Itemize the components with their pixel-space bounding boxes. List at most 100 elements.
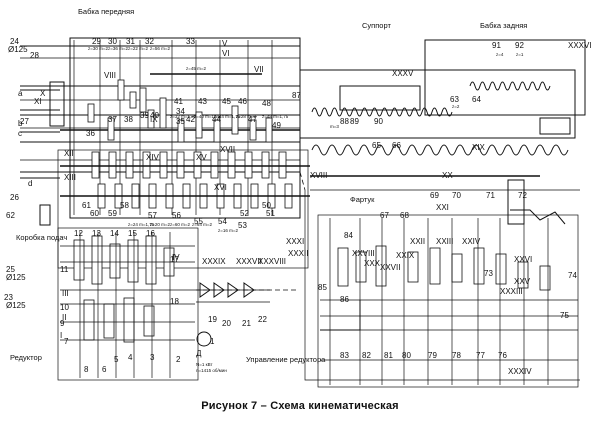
spec-z36_m2: z=36 m=2 [108,46,129,51]
carriage-rail [304,190,580,381]
shaft-label-I: I [60,331,62,340]
headstock-gear-11 [265,117,273,143]
wheel-number-60: 60 [90,209,99,218]
wheel-number-8: 8 [84,365,89,374]
apron-gear-3 [375,245,387,287]
headstock-gear-10 [249,119,257,141]
spec-z56_m2: z=56 m=2 [150,46,171,51]
wheel-number-53: 53 [238,221,247,230]
shaft-label-II: II [62,313,66,322]
wheel-number-49: 49 [272,121,281,130]
cone-gear-upper-2 [108,151,117,179]
shaft-label-XXXIII: XXXIII [500,287,523,296]
cone-gear-upper-6 [176,151,185,179]
wheel-number-22: 22 [258,315,267,324]
tailstock-handle [539,117,571,135]
wheel-number-26: 26 [10,193,19,202]
apron-frame [317,214,579,388]
apron-gear-9 [517,261,529,289]
reducer-control-title: Управление редуктора [246,355,326,364]
wheel-number-33: 33 [186,37,195,46]
wheel-number-91: 91 [492,41,501,50]
wheel-number-87: 87 [292,91,301,100]
shaft-label-III: III [62,289,69,298]
motor-spec: N=1 кВт [196,362,213,367]
engagement-a: a [18,89,23,98]
shaft-label-XXX: XXX [364,259,381,268]
wheel-number-39: 39 [140,111,149,120]
spec-z32_m175: z=32 m=1,75 [170,114,197,119]
feedbox-gear-7 [83,299,95,341]
cone-gear-upper-9 [227,151,236,179]
wheel-number-29: 29 [92,37,101,46]
bracket-right [507,179,525,225]
wheel-number-52: 52 [240,209,249,218]
wheel-number-86: 86 [340,295,349,304]
shaft-label-XXXVI: XXXVI [568,41,592,50]
apron-gear-7 [473,247,485,285]
wheel-number-47: 47 [248,115,257,124]
wheel-number-54: 54 [218,217,227,226]
shaft-label-XIII: XIII [64,173,76,182]
wheel-number-37: 37 [108,115,117,124]
apron-gear-5 [429,247,441,285]
shaft-label-XXXVII: XXXVII [236,257,262,266]
shaft-label-XVII: XVII [220,145,235,154]
wheel-number-21: 21 [242,319,251,328]
wheel-number-17: 17 [170,255,179,264]
spec-z16_m2: z=16 m=2 [218,228,239,233]
wheel-number-92: 92 [515,41,524,50]
shaft-label-XXXI: XXXI [286,237,304,246]
shaft-label-XX: XX [442,171,453,180]
wheel-number-36: 36 [86,129,95,138]
wheel-number-24d: Ø125 [8,45,28,54]
wheel-number-75: 75 [560,311,569,320]
feedbox-gear-10 [143,305,155,337]
wheel-number-19: 19 [208,315,217,324]
wheel-number-51: 51 [266,209,275,218]
feedbox-title: Коробка подач [16,233,67,242]
wheel-number-43: 43 [198,97,207,106]
headstock-gear-4 [147,109,155,129]
headstock-gear-8 [213,119,221,143]
shaft-label-XXXVIII: XXXVIII [258,257,286,266]
shaft-label-XXVI: XXVI [514,255,532,264]
wheel-number-82: 82 [362,351,371,360]
headstock-title: Бабка передняя [78,7,134,16]
wheel-number-46: 46 [238,97,247,106]
wheel-number-61: 61 [82,201,91,210]
wheel-number-41: 41 [174,97,183,106]
wheel-number-89: 89 [350,117,359,126]
spec-z2: z=2 [452,104,460,109]
shaft-label-XXI: XXI [436,203,449,212]
wheel-number-4: 4 [128,353,133,362]
wheel-number-73: 73 [484,269,493,278]
engagement-d: d [28,179,32,188]
spec-z20_m2: z=20 m=2 [150,222,171,227]
wheel-number-44: 44 [212,115,221,124]
shaft-label-XVI: XVI [214,183,227,192]
spec-z30_m2: z=30 m=2 [88,46,109,51]
wheel-number-57: 57 [148,211,157,220]
feedbox-frame [57,149,309,269]
shaft-label-XXXIV: XXXIV [508,367,532,376]
wheel-number-25: 25 [6,265,15,274]
spec-z22_m2: z=22 m=2 [128,46,149,51]
cone-gear-upper-8 [210,151,219,179]
wheel-number-83: 83 [340,351,349,360]
wheel-number-66: 66 [392,141,401,150]
spec-z4: z=4 [496,52,504,57]
shaft-label-XXIII: XXIII [436,237,453,246]
spec-z64_m2: z=64 m=2 [192,222,213,227]
headstock-gear-2 [107,117,115,141]
feedbox-gear-1 [73,239,85,281]
apron-gear-8 [495,253,507,285]
wheel-number-6: 6 [102,365,107,374]
wheel-number-78: 78 [452,351,461,360]
tailstock-frame [424,39,586,116]
tailstock-screw [469,81,551,91]
shaft-label-XXXII: XXXII [288,249,308,258]
apron-gear-4 [407,251,419,283]
spec-z45_m2: z=45 m=2 [186,66,207,71]
